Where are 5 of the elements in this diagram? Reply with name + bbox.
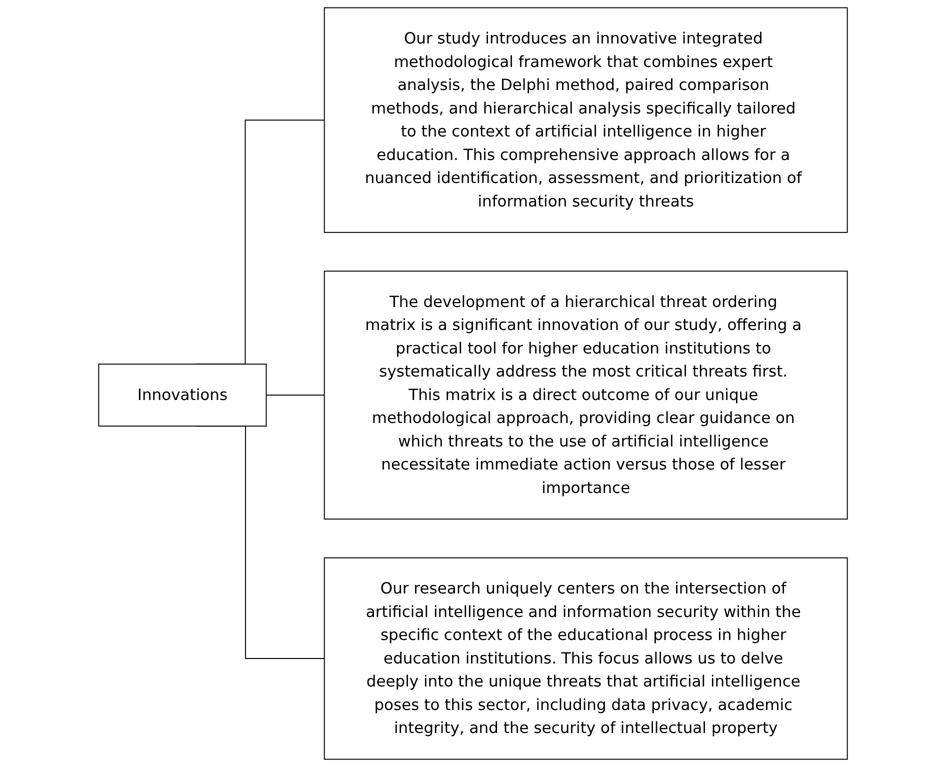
node-box: The development of a hierarchical threat ordering matrix is a significant innovation of our study, offering a practical tool for higher education institutions to systematically address the most critical threats first. This matrix is a direct outcome of our unique methodological approach, providing clear guidance on which threats to the use of artificial intelligence necessitate immediate action versus those of lesser importance bbox=[324, 270, 848, 520]
node-box: Innovations bbox=[98, 364, 267, 427]
node-box: Our research uniquely centers on the intersection of artificial intelligence and information security within the specific context of the educational process in higher education institutions. This focus allows us to delve deeply into the unique threats that artificial intelligence poses to this sector, including data privacy, academic integrity, and the security of intellectual property bbox=[324, 557, 848, 760]
connector bbox=[266, 394, 325, 396]
node-box: Our study introduces an innovative integrated methodological framework that combines expert analysis, the Delphi method, paired comparison methods, and hierarchical analysis specifically tailored to the context of artificial intelligence in higher education. This comprehensive approach allows for a nuanced identification, assessment, and prioritization of information security threats bbox=[324, 7, 848, 233]
